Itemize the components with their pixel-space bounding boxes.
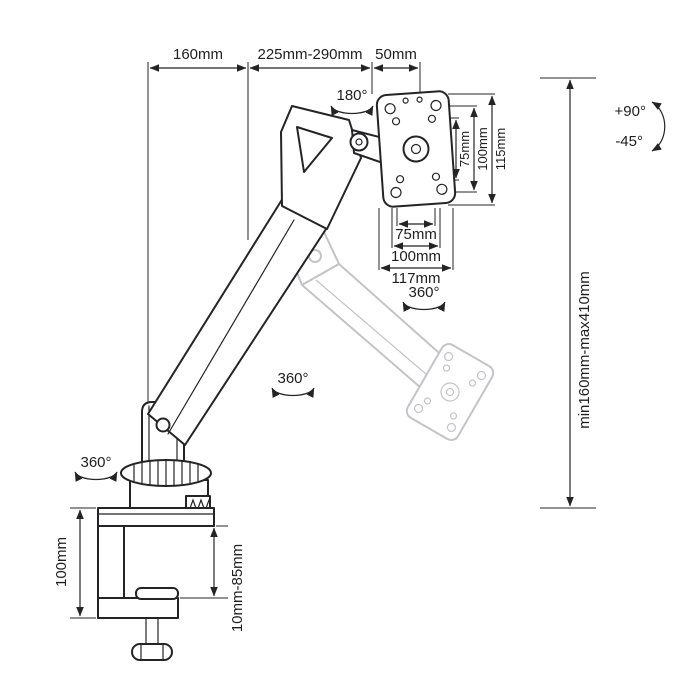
vesa-screw — [416, 96, 423, 103]
dimension-lines — [76, 64, 574, 617]
vesa-bottom-extension-lines — [378, 208, 454, 270]
vesa-hole — [436, 183, 448, 195]
arm-head — [280, 105, 362, 230]
vesa-hole — [390, 186, 402, 199]
desk-clamp — [97, 459, 215, 661]
tilt-label-up: +90° — [615, 103, 646, 120]
dim-label-160mm: 160mm — [173, 46, 223, 63]
vesa-hole — [395, 175, 405, 184]
clamp-screw-shaft — [145, 617, 159, 645]
rotate-360-base-arrow-icon — [74, 471, 118, 482]
base-dome-hatching — [133, 460, 199, 486]
ghost-center-hole — [445, 387, 455, 397]
ghost-vesa-hole — [446, 422, 457, 433]
ghost-vesa-hole — [442, 364, 451, 372]
tilt-label-down: -45° — [615, 133, 643, 150]
clamp-knob-lines — [140, 643, 164, 661]
dim-label-vesa-v-75mm: 75mm — [457, 131, 472, 167]
dim-label-vesa-h-117mm: 117mm — [392, 270, 441, 287]
motion-arrows — [74, 101, 666, 482]
dim-label-vesa-h-100mm: 100mm — [391, 248, 441, 265]
rotation-label-180: 180° — [336, 87, 367, 104]
vesa-center-boss — [402, 135, 430, 163]
vesa-hole — [430, 99, 442, 112]
ghost-vesa-hole — [443, 351, 454, 362]
ghost-center-boss — [440, 382, 460, 402]
ball-joint — [349, 132, 369, 152]
vesa-plate — [375, 90, 457, 208]
dim-label-vesa-h-75mm: 75mm — [395, 226, 437, 243]
height-extension-lines — [540, 77, 596, 509]
clamp-upper-jaw — [97, 507, 215, 527]
ghost-vesa-hole — [423, 397, 432, 405]
rotate-360-vesa-arrow-icon — [402, 301, 446, 312]
tilt-arrow-icon — [651, 101, 666, 152]
ghost-vesa-hole — [476, 370, 487, 381]
base-joint — [155, 417, 171, 433]
arm-slot-line — [167, 219, 295, 435]
rotate-360-arm-arrow-icon — [271, 387, 315, 398]
clamp-extension-lines — [70, 507, 228, 619]
vesa-hole — [391, 117, 401, 126]
dim-label-desk-thickness: 10mm-85mm — [229, 544, 246, 632]
dim-label-225-290mm: 225mm-290mm — [257, 46, 362, 63]
dim-label-50mm: 50mm — [375, 46, 417, 63]
ghost-vesa-hole — [468, 379, 477, 387]
vesa-screw — [402, 97, 409, 104]
arm-head-cutout — [296, 126, 333, 173]
dim-label-height-range: min160mm-max410mm — [576, 271, 593, 429]
top-extension-lines — [147, 62, 421, 456]
rotation-label-360-base: 360° — [80, 454, 111, 471]
ghost-vesa-hole — [413, 403, 424, 414]
clamp-knob — [131, 643, 173, 661]
clamp-back-column — [97, 525, 125, 599]
ghost-vesa-hole — [449, 412, 458, 420]
clamp-lower-jaw — [97, 597, 179, 619]
dim-label-vesa-v-115mm: 115mm — [493, 128, 508, 170]
ghost-arm-slot-line — [315, 279, 441, 387]
vesa-hole — [431, 172, 441, 181]
dim-label-vesa-v-100mm: 100mm — [475, 127, 490, 170]
clamp-handle — [135, 587, 179, 600]
vesa-center-hole — [410, 143, 422, 155]
ghost-vesa-plate — [405, 343, 495, 441]
dim-label-clamp-height: 100mm — [53, 537, 70, 587]
vesa-hole — [384, 103, 396, 115]
arm-lower-link — [147, 197, 329, 446]
ghost-plate-body — [405, 343, 495, 441]
monitor-arm — [141, 90, 457, 469]
extension-lines — [70, 62, 596, 619]
vesa-hole — [427, 114, 437, 123]
rotation-label-360-arm: 360° — [277, 370, 308, 387]
rotate-180-arrow-icon — [330, 105, 374, 116]
ball-joint-pin — [355, 138, 363, 146]
labels: 160mm 225mm-290mm 50mm 180° 75mm 100mm 1… — [53, 46, 646, 632]
rotation-label-360-vesa: 360° — [408, 284, 439, 301]
